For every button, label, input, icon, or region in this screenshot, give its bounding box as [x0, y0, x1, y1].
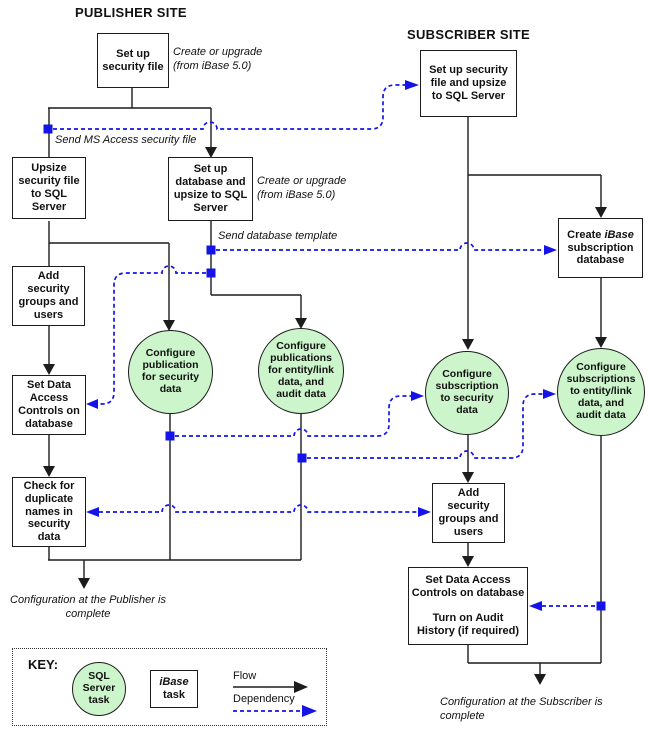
task-box-setup-security-upsize: Set up security file and upsize to SQL S… — [420, 50, 517, 117]
dependency-connectors — [53, 80, 595, 611]
flow-connectors — [43, 88, 607, 685]
create-db-label-ibase: iBase — [604, 228, 634, 241]
annotation-create-or-upgrade-top: Create or upgrade (from iBase 5.0) — [173, 46, 263, 72]
key-flow-label: Flow — [233, 670, 257, 682]
key-ibase-task-sample: iBase task — [150, 670, 198, 708]
task-circle-configure-subscriptions-entity: Configure subscriptions to entity/link d… — [557, 348, 645, 436]
task-box-add-security-groups-subscriber: Add security groups and users — [432, 483, 505, 543]
task-box-check-duplicate-names: Check for duplicate names in security da… — [12, 477, 86, 547]
key-dependency-label: Dependency — [233, 693, 295, 705]
key-legend-arrows — [233, 681, 317, 717]
annotation-send-ms-access: Send MS Access security file — [55, 134, 197, 146]
key-ibase-label-post: task — [162, 689, 185, 701]
create-db-label-post: subscription database — [567, 241, 634, 267]
task-circle-configure-publications-entity: Configure publications for entity/link d… — [258, 328, 344, 414]
note-subscriber-complete: Configuration at the Subscriber is compl… — [440, 696, 603, 722]
annotation-create-or-upgrade-mid: Create or upgrade (from iBase 5.0) — [257, 175, 347, 201]
task-box-set-data-access-audit: Set Data Access Controls on database Tur… — [408, 567, 528, 645]
task-box-add-security-groups-publisher: Add security groups and users — [12, 266, 85, 326]
task-circle-configure-subscription-security: Configure subscription to security data — [425, 351, 509, 435]
task-box-upsize-security-file: Upsize security file to SQL Server — [12, 157, 86, 219]
key-legend-frame — [12, 648, 327, 726]
key-title: KEY: — [28, 657, 59, 672]
publisher-site-heading: PUBLISHER SITE — [75, 5, 187, 20]
task-box-create-subscription-database: Create iBase subscription database — [558, 218, 643, 278]
annotation-send-db-template: Send database template — [218, 230, 338, 242]
dependency-anchor-squares — [43, 124, 606, 611]
create-db-label-pre: Create — [567, 228, 605, 241]
task-box-set-data-access-publisher: Set Data Access Controls on database — [12, 375, 86, 435]
task-box-setup-database: Set up database and upsize to SQL Server — [168, 157, 253, 221]
key-sql-server-task-sample: SQL Server task — [72, 662, 126, 716]
key-ibase-label-italic: iBase — [159, 676, 189, 689]
task-box-setup-security-file: Set up security file — [97, 33, 169, 88]
note-publisher-complete: Configuration at the Publisher is comple… — [10, 594, 166, 620]
subscriber-site-heading: SUBSCRIBER SITE — [407, 27, 530, 42]
task-circle-configure-publication-security: Configure publication for security data — [128, 330, 213, 414]
